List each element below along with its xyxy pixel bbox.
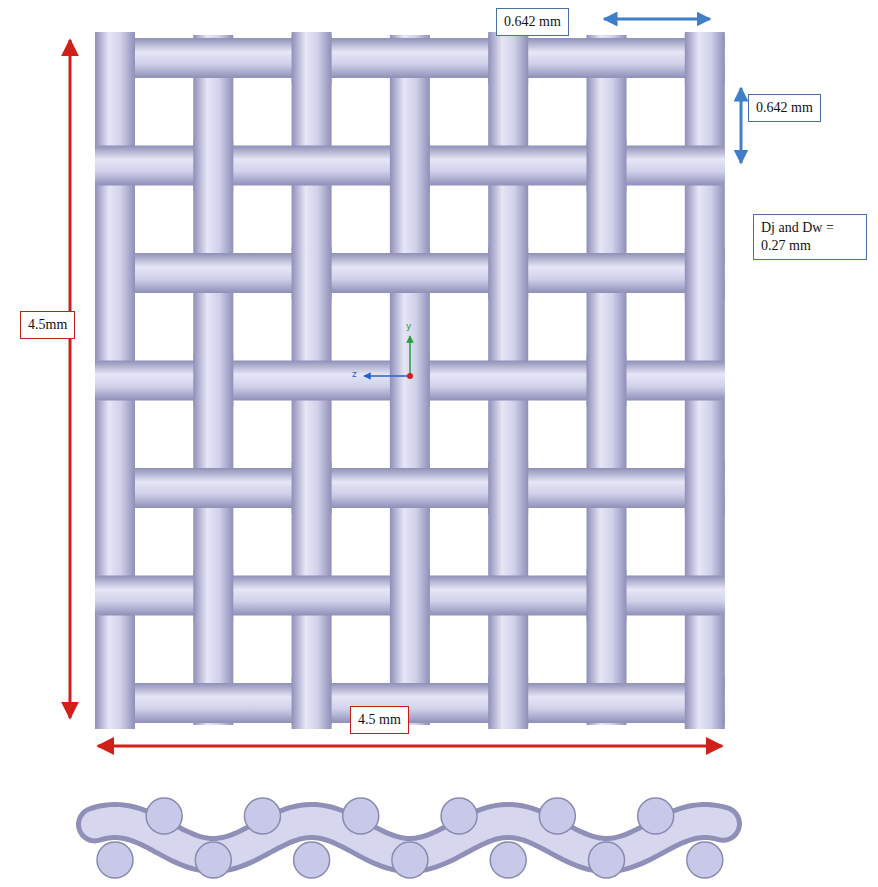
wire-section (343, 798, 379, 834)
warp-wire-crossing (587, 570, 627, 622)
mesh-top-view (95, 32, 725, 729)
wire-section (589, 842, 625, 878)
warp-wire-crossing (488, 677, 528, 729)
warp-wire-crossing (685, 462, 725, 514)
dimension-label: 0.642 mm (748, 94, 821, 122)
warp-wire-crossing (95, 462, 135, 514)
warp-wire-crossing (488, 32, 528, 84)
warp-wire-crossing (685, 247, 725, 299)
warp-wire-crossing (95, 677, 135, 729)
wire-section (539, 798, 575, 834)
wire-section (392, 842, 428, 878)
warp-wire-crossing (292, 462, 332, 514)
weft-wire (95, 253, 725, 293)
axis-label: z (352, 370, 357, 379)
warp-wire-crossing (193, 570, 233, 622)
wire-section (638, 798, 674, 834)
warp-wire-crossing (685, 677, 725, 729)
warp-wire (193, 35, 233, 725)
warp-wire-crossing (193, 140, 233, 192)
wire-section (244, 798, 280, 834)
weft-wire (95, 683, 725, 723)
height-dimension-arrow (69, 40, 72, 718)
warp-wire-crossing (95, 247, 135, 299)
warp-wire-crossing (95, 32, 135, 84)
warp-wire-crossing (292, 677, 332, 729)
warp-wire-crossing (587, 355, 627, 407)
warp-wire-crossing (390, 140, 430, 192)
dimension-label: 4.5mm (20, 311, 75, 339)
axis-label: y (406, 322, 411, 331)
weft-wire (95, 468, 725, 508)
warp-wire (390, 35, 430, 725)
dimension-label: 0.642 mm (496, 8, 569, 36)
weft-wire (95, 38, 725, 78)
warp-wire-crossing (193, 355, 233, 407)
wire-section (195, 842, 231, 878)
warp-wire-crossing (685, 32, 725, 84)
warp-wire-crossing (390, 570, 430, 622)
pitch-dimension-arrow (604, 18, 710, 21)
pitch-dimension-arrow (740, 88, 743, 163)
warp-wire (587, 35, 627, 725)
wire-section (490, 842, 526, 878)
warp-wire-crossing (292, 247, 332, 299)
wire-section (687, 842, 723, 878)
diameter-label: Dj and Dw = 0.27 mm (753, 214, 867, 260)
warp-wire-crossing (488, 462, 528, 514)
axis-triad (364, 336, 413, 379)
dimension-label: 4.5 mm (350, 706, 409, 734)
warp-wire-crossing (292, 32, 332, 84)
width-dimension-arrow (98, 745, 722, 748)
mesh-side-view (95, 798, 723, 878)
wire-section (294, 842, 330, 878)
wire-section (146, 798, 182, 834)
wire-section (441, 798, 477, 834)
warp-wire-crossing (587, 140, 627, 192)
wire-section (97, 842, 133, 878)
warp-wire-crossing (488, 247, 528, 299)
